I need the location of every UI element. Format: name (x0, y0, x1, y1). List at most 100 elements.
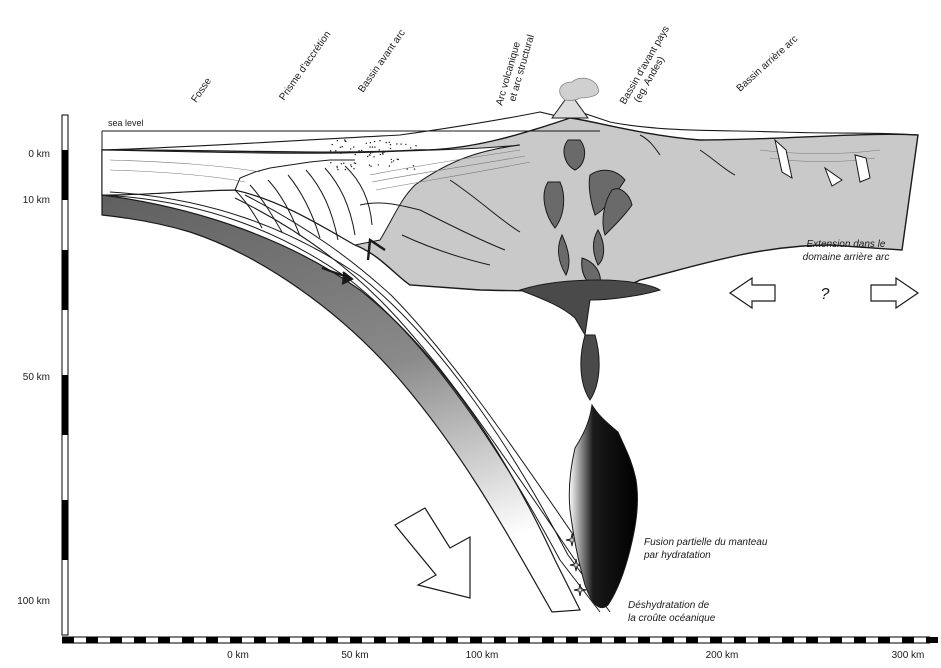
scale-segment (86, 637, 98, 643)
deshydratation-line2: la croûte océanique (628, 613, 716, 624)
sediment-dot (335, 150, 336, 151)
sediment-dot (345, 169, 346, 170)
sediment-dot (369, 165, 370, 166)
sediment-dot (355, 163, 356, 164)
question-mark: ? (821, 286, 830, 303)
fusion-line2: par hydratation (643, 550, 711, 561)
sediment-dot (350, 164, 351, 165)
sediment-dot (407, 168, 408, 169)
sediment-dot (336, 166, 337, 167)
sediment-dot (361, 150, 362, 151)
sediment-dot (366, 143, 367, 144)
sediment-dot (415, 145, 416, 146)
sediment-dot (397, 159, 398, 160)
depth-label: 100 km (17, 596, 50, 607)
distance-labels: 0 km 50 km 100 km 200 km 300 km (227, 650, 924, 661)
sediment-dot (343, 163, 344, 164)
scale-segment (206, 637, 218, 643)
sediment-dot (330, 150, 331, 151)
sediment-dot (369, 146, 370, 147)
scale-segment (494, 637, 506, 643)
scale-segment (446, 637, 458, 643)
underplating (520, 280, 660, 335)
scale-segment (158, 637, 170, 643)
sediment-dot (382, 153, 383, 154)
volcano (552, 78, 599, 118)
left-arrow-icon (730, 278, 775, 308)
scale-segment (806, 637, 818, 643)
sediment-dot (370, 153, 371, 154)
scale-segment (854, 637, 866, 643)
sediment-dot (369, 154, 370, 155)
sediment-dot (353, 146, 354, 147)
sediment-dot (349, 151, 350, 152)
sediment-dot (337, 169, 338, 170)
sediment-dot (410, 147, 411, 148)
sediment-dot (342, 146, 343, 147)
scale-segment (374, 637, 386, 643)
fusion-line1: Fusion partielle du manteau (644, 537, 768, 548)
sediment-dot (350, 148, 351, 149)
sediment-dot (378, 164, 379, 165)
sediment-dot (415, 149, 416, 150)
sediment-dot (391, 161, 392, 162)
volcanic-plume (560, 78, 599, 100)
sediment-dot (372, 146, 373, 147)
sediment-dot (386, 142, 387, 143)
scale-segment (926, 637, 938, 643)
scale-segment (470, 637, 482, 643)
sediment-dot (413, 165, 414, 166)
scale-segment (878, 637, 890, 643)
sediment-dot (405, 144, 406, 145)
depth-labels: 0 km 10 km 50 km 100 km (17, 149, 50, 607)
depth-label: 10 km (23, 195, 50, 206)
sediment-dot (340, 147, 341, 148)
right-arrow-icon (871, 278, 918, 308)
zone-label-bassin-avant-arc: Bassin avant arc (356, 28, 407, 95)
scale-segment (398, 637, 410, 643)
extension-line2: domaine arrière arc (803, 252, 890, 263)
depth-scale-bar (62, 115, 68, 635)
zone-label-prisme: Prisme d'accrétion (277, 29, 333, 102)
sediment-dot (332, 144, 333, 145)
distance-label: 200 km (706, 650, 739, 661)
sediment-dot (340, 153, 341, 154)
sediment-dot (389, 165, 390, 166)
scale-segment (518, 637, 530, 643)
sediment-dot (390, 148, 391, 149)
scale-segment (638, 637, 650, 643)
scale-segment (278, 637, 290, 643)
scale-segment (710, 637, 722, 643)
scale-segment (182, 637, 194, 643)
sediment-dot (334, 152, 335, 153)
scale-segment (686, 637, 698, 643)
sediment-dot (344, 139, 345, 140)
scale-segment (758, 637, 770, 643)
distance-label: 50 km (341, 650, 368, 661)
scale-segment (302, 637, 314, 643)
scale-segment (326, 637, 338, 643)
scale-segment (542, 637, 554, 643)
distance-label: 0 km (227, 650, 249, 661)
sediment-dot (341, 163, 342, 164)
sediment-dot (379, 149, 380, 150)
scale-segment (422, 637, 434, 643)
slab-pull-arrow-icon (395, 508, 470, 598)
distance-label: 300 km (892, 650, 925, 661)
scale-segment (782, 637, 794, 643)
sediment-dot (337, 140, 338, 141)
scale-segment (902, 637, 914, 643)
sediment-dot (396, 143, 397, 144)
sediment-dot (337, 167, 338, 168)
scale-segment (830, 637, 842, 643)
sediment-dot (372, 152, 373, 153)
scale-segment (734, 637, 746, 643)
scale-segment (662, 637, 674, 643)
sediment-dot (390, 144, 391, 145)
magma-lens (581, 335, 599, 400)
depth-label: 50 km (23, 372, 50, 383)
sediment-dot (351, 166, 352, 167)
depth-label: 0 km (28, 149, 50, 160)
scale-segment (62, 637, 74, 643)
